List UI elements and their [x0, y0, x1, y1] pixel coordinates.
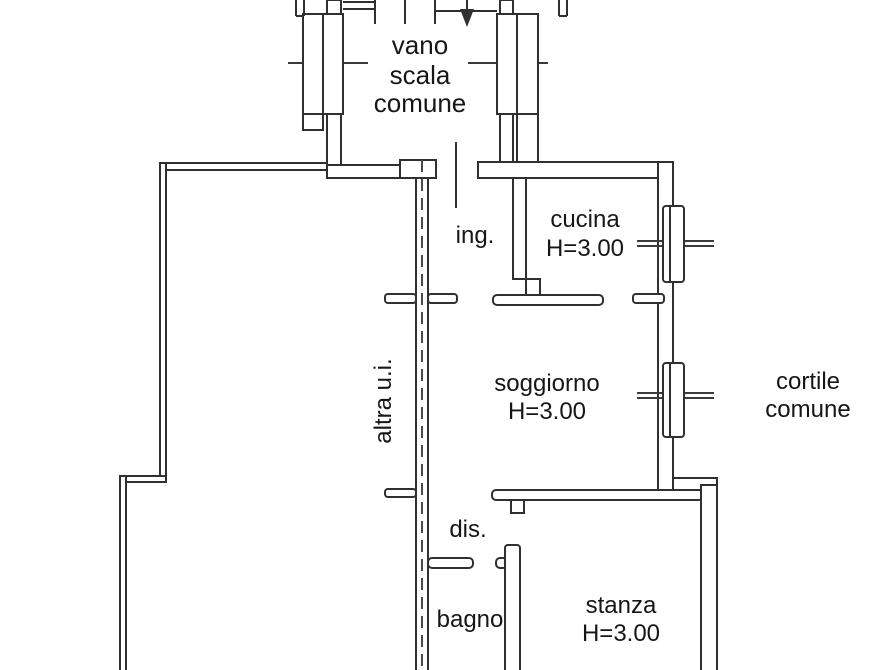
living-window-icon — [662, 362, 685, 438]
entrance-kitchen-wall — [512, 177, 527, 280]
kitchen-south-wall-left — [492, 294, 604, 306]
label-other-unit: altra u.i. — [370, 358, 397, 443]
label-stairwell-line3: comune — [374, 88, 467, 118]
label-stairwell-line1: vano — [392, 30, 448, 60]
label-living-room: soggiorno — [494, 370, 599, 397]
label-stairwell-line2: scala — [390, 60, 451, 90]
bedroom-door-jamb — [510, 499, 525, 514]
living-south-wall — [491, 489, 704, 501]
kitchen-window-icon — [662, 205, 685, 283]
label-bathroom: bagno — [437, 606, 504, 633]
label-hallway: dis. — [449, 516, 486, 543]
stairs — [295, 0, 568, 208]
windows — [288, 13, 714, 438]
label-kitchen-height: H=3.00 — [546, 235, 624, 262]
entrance-kitchen-wall-jog — [525, 278, 541, 297]
room-labels: vano scala comune ing. cucina H=3.00 sog… — [370, 30, 851, 647]
stair-direction-arrow-icon — [460, 9, 474, 27]
other-unit-left-wall-upper — [159, 162, 167, 479]
other-unit-left-wall-lower — [119, 475, 127, 670]
label-bedroom: stanza — [586, 592, 657, 619]
label-bedroom-height: H=3.00 — [582, 620, 660, 647]
label-kitchen: cucina — [550, 206, 620, 233]
other-unit-wall-stub-upper — [384, 293, 417, 304]
bathroom-bedroom-wall — [504, 544, 521, 670]
hallway-bathroom-wall — [427, 557, 474, 569]
other-unit-wall-stub-lower — [384, 488, 417, 498]
party-wall-pier — [399, 159, 437, 179]
label-entrance: ing. — [456, 222, 495, 249]
window-sill-cap-right — [516, 113, 539, 163]
party-wall — [415, 177, 429, 670]
other-unit-top-wall — [159, 162, 328, 171]
label-courtyard-line1: cortile — [776, 368, 840, 395]
kitchen-south-wall-right — [632, 293, 665, 304]
window-sill-cap-left — [302, 113, 324, 131]
stairwell-bottom-wall-left — [326, 164, 401, 179]
top-wall-right — [477, 161, 673, 179]
bedroom-east-wall — [700, 484, 718, 670]
entrance-south-wall — [427, 293, 458, 304]
label-courtyard-line2: comune — [765, 396, 850, 423]
label-living-room-height: H=3.00 — [508, 398, 586, 425]
